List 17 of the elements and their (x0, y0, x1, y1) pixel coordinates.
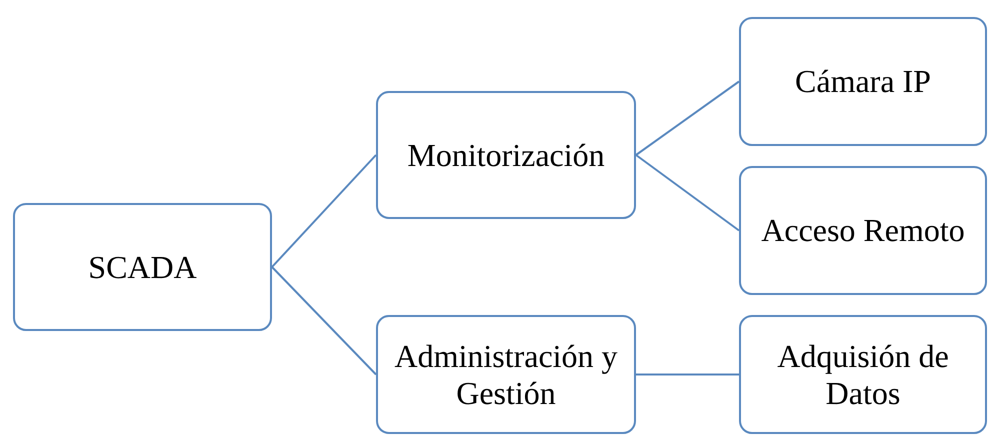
box-label: Adquisión de Datos (776, 338, 950, 412)
process-box (739, 166, 987, 295)
connector-line (636, 374, 739, 376)
process-box (739, 315, 987, 434)
box-label: Cámara IP (795, 63, 931, 100)
connector-line (635, 80, 740, 156)
connector-line (635, 154, 740, 232)
box-label: Acceso Remoto (761, 212, 965, 249)
process-box (376, 91, 636, 219)
connector-line (271, 154, 377, 268)
connector-line (271, 266, 377, 376)
process-box (376, 315, 636, 434)
box-label: Administración y Gestión (393, 338, 619, 412)
box-label: Monitorización (407, 136, 605, 174)
box-label: SCADA (88, 248, 197, 286)
process-box (739, 17, 987, 146)
process-box (13, 203, 272, 331)
